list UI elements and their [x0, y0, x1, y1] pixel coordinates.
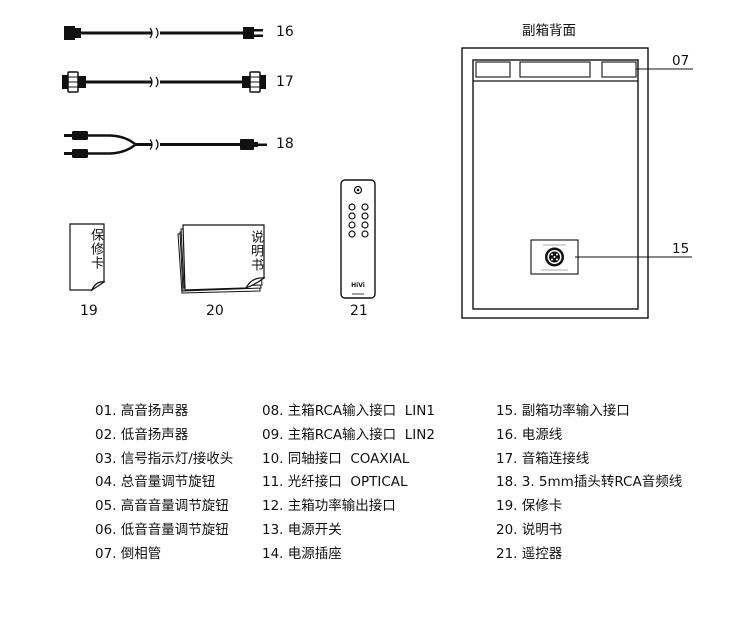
- manual-text: 说明书: [248, 230, 263, 272]
- legend-item: 07. 倒相管: [95, 545, 162, 562]
- subwoofer-rear-illustration: [461, 47, 693, 319]
- label-speaker-cable: 17: [276, 74, 294, 90]
- legend-item: 20. 说明书: [496, 521, 563, 538]
- legend-item: 19. 保修卡: [496, 498, 563, 515]
- remote-brand-logo: HiVi: [351, 282, 365, 289]
- legend-item: 03. 信号指示灯/接收头: [95, 450, 234, 467]
- legend-item: 09. 主箱RCA输入接口 LIN2: [262, 426, 435, 443]
- legend-item: 01. 高音扬声器: [95, 403, 189, 419]
- warranty-card-text: 保修卡: [88, 228, 103, 270]
- label-rca-cable: 18: [276, 136, 294, 152]
- remote-control-illustration: [340, 179, 376, 299]
- diagram-svg: [62, 26, 693, 319]
- legend-item: 06. 低音音量调节旋钮: [95, 521, 229, 538]
- legend-item: 17. 音箱连接线: [496, 450, 590, 467]
- legend-item: 18. 3. 5mm插头转RCA音频线: [496, 474, 683, 491]
- accessories-diagram: 16 17 18 19 20 21 保修卡 说明书 HiVi 副箱背面 07 1…: [62, 23, 693, 319]
- legend-item: 16. 电源线: [496, 426, 563, 443]
- label-power-cord: 16: [276, 24, 294, 40]
- legend-column-1: 01. 高音扬声器 02. 低音扬声器 03. 信号指示灯/接收头 04. 总音…: [95, 400, 233, 567]
- legend-item: 02. 低音扬声器: [95, 426, 189, 443]
- label-remote: 21: [350, 303, 368, 319]
- subwoofer-rear-title: 副箱背面: [522, 23, 576, 39]
- label-warranty-card: 19: [80, 303, 98, 319]
- legend-item: 14. 电源插座: [262, 545, 342, 562]
- legend-item: 13. 电源开关: [262, 521, 342, 538]
- warranty-card-illustration: [69, 223, 106, 292]
- legend-item: 08. 主箱RCA输入接口 LIN1: [262, 403, 435, 419]
- legend-column-2: 08. 主箱RCA输入接口 LIN1 09. 主箱RCA输入接口 LIN2 10…: [262, 400, 435, 567]
- legend-item: 15. 副箱功率输入接口: [496, 403, 630, 419]
- callout-port-tube: 07: [672, 53, 690, 69]
- legend-item: 05. 高音音量调节旋钮: [95, 498, 229, 515]
- rca-cable-illustration: [64, 131, 267, 158]
- speaker-cable-illustration: [62, 71, 266, 93]
- label-manual: 20: [206, 303, 224, 319]
- legend-item: 12. 主箱功率输出接口: [262, 498, 396, 515]
- legend-column-3: 15. 副箱功率输入接口 16. 电源线 17. 音箱连接线 18. 3. 5m…: [496, 400, 682, 567]
- manual-booklet-illustration: [177, 224, 266, 294]
- legend-item: 11. 光纤接口 OPTICAL: [262, 474, 408, 491]
- legend-item: 04. 总音量调节旋钮: [95, 474, 216, 491]
- legend-item: 10. 同轴接口 COAXIAL: [262, 450, 410, 467]
- legend-item: 21. 遥控器: [496, 545, 563, 562]
- power-cord-illustration: [64, 26, 263, 40]
- callout-power-input: 15: [672, 241, 690, 257]
